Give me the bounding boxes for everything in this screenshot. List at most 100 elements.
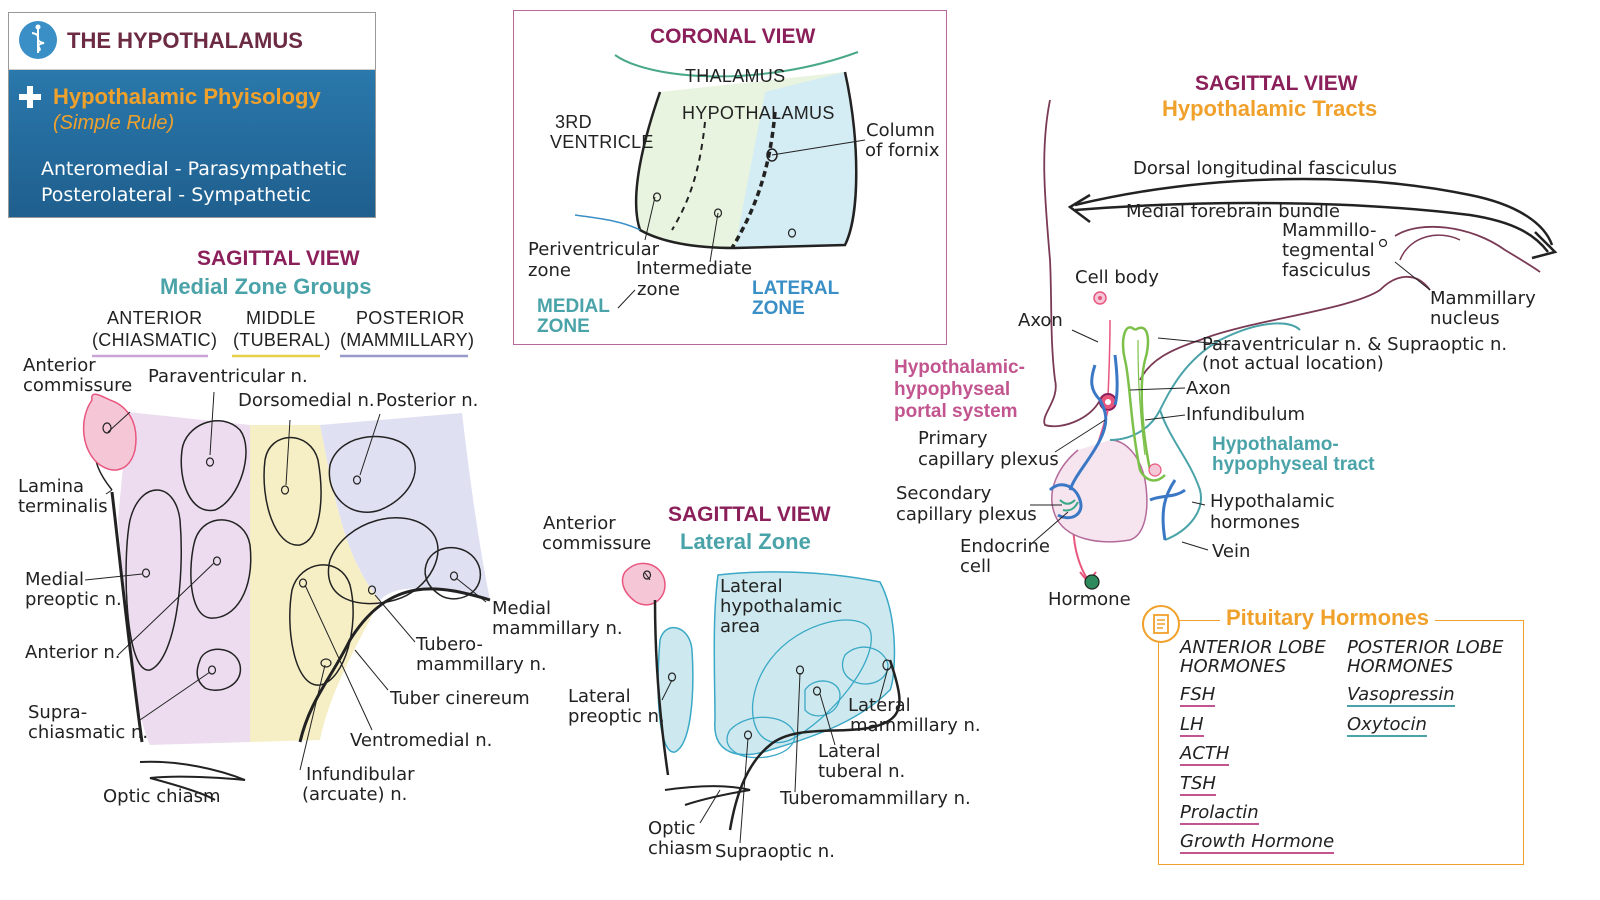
medial-mammillary-label-1: Medial — [492, 598, 552, 619]
lateral-preoptic-label-1: Lateral — [568, 686, 631, 707]
lateral-preoptic-label-2: preoptic n. — [568, 706, 665, 727]
anterior-commissure-label-2: commissure — [23, 375, 133, 396]
hypothalamic-hormones-label-2: hormones — [1210, 512, 1300, 533]
posterior-hormone-item: Oxytocin — [1347, 714, 1427, 737]
rule-subheading: (Simple Rule) — [53, 112, 175, 134]
posterior-lobe-heading-1: POSTERIOR LOBE — [1347, 637, 1504, 658]
middle-group-label-1: MIDDLE — [246, 308, 316, 328]
posterior-hormone-item: Vasopressin — [1347, 684, 1455, 707]
lateral-optic-chiasm-label-1: Optic — [648, 818, 696, 839]
medial-preoptic-label-2: preoptic n. — [25, 589, 122, 610]
lateral-hypothalamic-label-1: Lateral — [720, 576, 783, 597]
caduceus-icon — [19, 21, 57, 59]
notepad-icon — [1142, 605, 1180, 643]
supraoptic-label: Supraoptic n. — [715, 841, 835, 862]
hormone-label: Hormone — [1048, 589, 1131, 610]
optic-chiasm-label: Optic chiasm — [103, 786, 221, 807]
medial-zone-label-2: ZONE — [537, 316, 590, 337]
anterior-group-label-1: ANTERIOR — [107, 308, 203, 328]
anterior-hormone-item: FSH — [1180, 684, 1216, 707]
lateral-hypothalamic-label-2: hypothalamic — [720, 596, 843, 617]
middle-group-label-2: (TUBERAL) — [233, 330, 331, 350]
hypothalamo-hypophyseal-tract-label-2: hypophyseal tract — [1212, 454, 1375, 475]
primary-plexus-label-1: Primary — [918, 428, 988, 449]
medial-zone-drawing — [82, 354, 491, 801]
tuberomammillary-label-2: mammillary n. — [416, 654, 547, 675]
axon-top-label: Axon — [1018, 310, 1063, 331]
infundibulum-label: Infundibulum — [1186, 404, 1306, 425]
mammillary-nucleus-label-1: Mammillary — [1430, 288, 1536, 309]
anterior-group-label-2: (CHIASMATIC) — [92, 330, 218, 350]
paraventricular-label: Paraventricular n. — [148, 366, 308, 387]
portal-system-label-2: hypophyseal — [894, 379, 1011, 400]
lateral-tuberal-label-1: Lateral — [818, 741, 881, 762]
anterior-hormone-item: ACTH — [1180, 743, 1230, 766]
anterior-lobe-heading-1: ANTERIOR LOBE — [1180, 637, 1326, 658]
anterior-lobe-heading-2: HORMONES — [1180, 656, 1287, 677]
posterior-nucleus-label: Posterior n. — [376, 390, 479, 411]
primary-plexus-label-2: capillary plexus — [918, 449, 1059, 470]
anterior-hormone-item: Growth Hormone — [1180, 831, 1335, 854]
dorsomedial-label: Dorsomedial n. — [238, 390, 375, 411]
medial-groups-view-title: SAGITTAL VIEW — [197, 247, 360, 270]
lamina-terminalis-label-1: Lamina — [18, 476, 85, 497]
third-ventricle-label-2: VENTRICLE — [550, 132, 654, 152]
lateral-optic-chiasm-label-2: chiasm — [648, 838, 713, 859]
mammillary-nucleus-label-2: nucleus — [1430, 308, 1500, 329]
medial-zone-label-1: MEDIAL — [537, 296, 610, 317]
mammillotegmental-label-3: fasciculus — [1282, 260, 1371, 281]
posterior-lobe-heading-2: HORMONES — [1347, 656, 1454, 677]
portal-system-label-3: portal system — [894, 401, 1018, 422]
lamina-terminalis-label-2: terminalis — [18, 496, 108, 517]
hypothalamus-label: HYPOTHALAMUS — [682, 103, 835, 123]
tuber-cinereum-label: Tuber cinereum — [390, 688, 530, 709]
endocrine-cell-label-1: Endocrine — [960, 536, 1050, 557]
coronal-drawing — [574, 51, 866, 309]
hypothalamo-hypophyseal-tract-label-1: Hypothalamo- — [1212, 434, 1339, 455]
medial-forebrain-label: Medial forebrain bundle — [1126, 201, 1340, 222]
lateral-mammillary-label-1: Lateral — [848, 695, 911, 716]
rule-line-posterolateral: Posterolateral - Sympathetic — [41, 184, 312, 206]
tracts-title: Hypothalamic Tracts — [1162, 96, 1378, 121]
plus-icon — [19, 86, 41, 108]
fornix-label-1: Column — [866, 120, 935, 141]
lateral-zone-drawing — [621, 562, 901, 844]
title-card: THE HYPOTHALAMUS Hypothalamic Phyisology… — [8, 12, 376, 218]
lateral-tuberal-label-2: tuberal n. — [818, 761, 906, 782]
mammillotegmental-label-2: tegmental — [1282, 240, 1375, 261]
anterior-hormone-item: TSH — [1180, 773, 1216, 796]
cell-body-label: Cell body — [1075, 267, 1159, 288]
thalamus-label: THALAMUS — [685, 66, 786, 86]
portal-system-label-1: Hypothalamic- — [894, 357, 1025, 378]
pituitary-hormones-title: Pituitary Hormones — [1220, 605, 1435, 631]
coronal-view-title: CORONAL VIEW — [650, 25, 816, 48]
rule-panel: Hypothalamic Phyisology (Simple Rule) An… — [9, 70, 375, 217]
page-title: THE HYPOTHALAMUS — [67, 28, 303, 53]
vein-label: Vein — [1212, 541, 1251, 562]
lateral-zone-label-1: LATERAL — [752, 278, 840, 299]
lateral-anterior-commissure-label-2: commissure — [542, 533, 652, 554]
lateral-zone-title: Lateral Zone — [680, 529, 811, 554]
lateral-zone-label-2: ZONE — [752, 298, 805, 319]
anterior-hormone-item: Prolactin — [1180, 802, 1259, 825]
dorsal-longitudinal-label: Dorsal longitudinal fasciculus — [1133, 158, 1398, 179]
intermediate-label-2: zone — [637, 279, 680, 300]
hypothalamic-hormones-label-1: Hypothalamic — [1210, 491, 1335, 512]
lateral-mammillary-label-2: mammillary n. — [850, 715, 981, 736]
tracts-view-title: SAGITTAL VIEW — [1195, 72, 1358, 95]
posterior-group-label-1: POSTERIOR — [356, 308, 465, 328]
secondary-plexus-label-1: Secondary — [896, 483, 992, 504]
third-ventricle-label-1: 3RD — [555, 112, 592, 132]
tracts-drawing — [1029, 99, 1558, 590]
periventricular-label-2: zone — [528, 260, 571, 281]
lateral-anterior-commissure-label-1: Anterior — [543, 513, 616, 534]
secondary-plexus-label-2: capillary plexus — [896, 504, 1037, 525]
anterior-commissure-label-1: Anterior — [23, 355, 96, 376]
fornix-label-2: of fornix — [865, 140, 940, 161]
suprachiasmatic-label-1: Supra- — [28, 702, 88, 723]
rule-line-anteromedial: Anteromedial - Parasympathetic — [41, 158, 348, 180]
axon-right-label: Axon — [1186, 378, 1231, 399]
intermediate-label-1: Intermediate — [636, 258, 753, 279]
rule-heading: Hypothalamic Phyisology — [53, 84, 321, 109]
